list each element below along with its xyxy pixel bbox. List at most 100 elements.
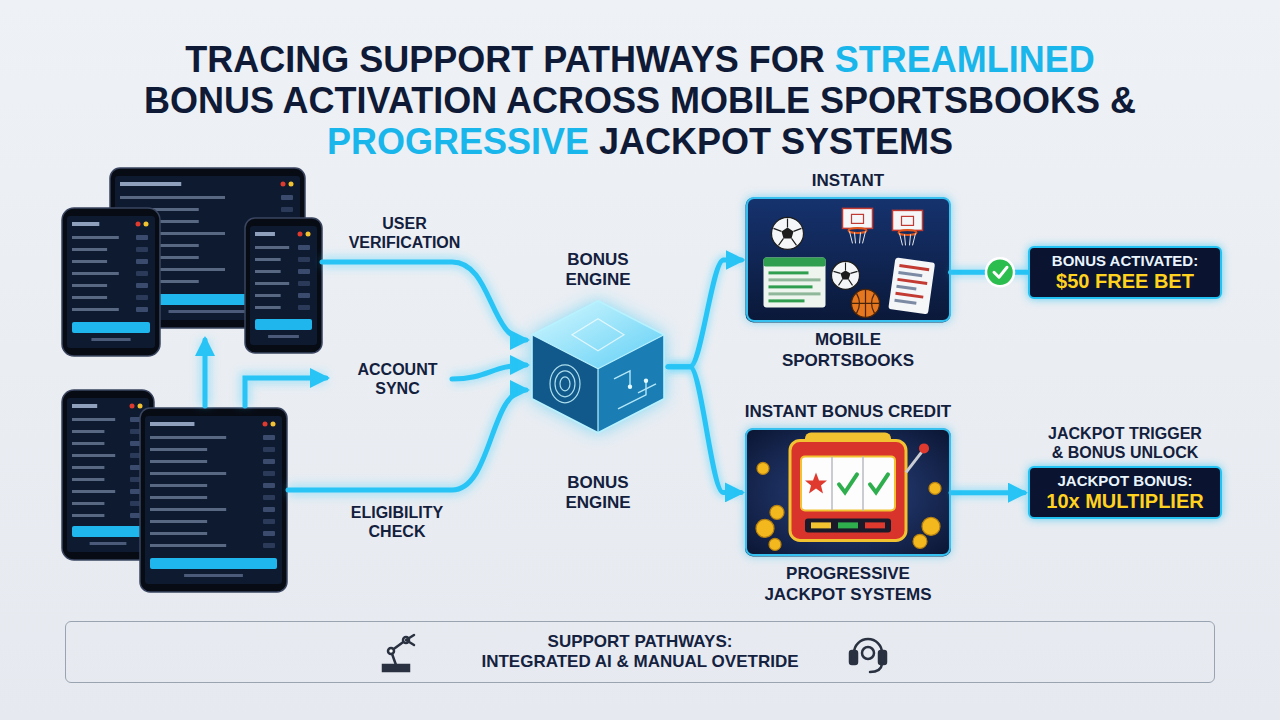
slot-machine-illustration-part — [756, 462, 941, 550]
slot-machine-illustration-part — [805, 472, 827, 493]
phone-mockup-part — [298, 257, 310, 262]
phone-mockup-part — [144, 222, 149, 227]
tablet-mockup-part — [150, 558, 277, 569]
sportsbook-illustration-part — [843, 208, 873, 243]
sportsbook-illustration-part-part — [896, 285, 916, 291]
sportsbook-illustration-part — [746, 197, 951, 322]
bonus-engine-cube-part — [532, 335, 664, 433]
tablet-mockup — [140, 408, 287, 592]
phone-mockup-part — [136, 307, 148, 312]
phone-mockup-part — [255, 232, 275, 236]
headset-icon — [850, 639, 886, 672]
phone-mockup-part — [72, 236, 119, 239]
pathway-label: USER VERIFICATION — [342, 214, 467, 252]
tablet-mockup-part — [150, 448, 207, 451]
phone-mockup-part — [255, 246, 289, 249]
title-word: PATHWAYS — [543, 39, 738, 80]
phone-mockup-part — [136, 235, 148, 240]
title-word: BONUS — [144, 80, 274, 121]
flow-connector — [951, 490, 1024, 495]
bonus-engine-cube-part-part — [618, 381, 646, 409]
support-band: SUPPORT PATHWAYS:INTEGRATED AI & MANUAL … — [65, 621, 1215, 683]
result-node: JACKPOT TRIGGER & BONUS UNLOCKJACKPOT BO… — [1028, 424, 1222, 519]
title-word: & — [1110, 80, 1136, 121]
sportsbook-illustration-part-part — [899, 230, 917, 235]
tablet-mockup-part — [150, 484, 207, 487]
bonus-engine-cube-part — [550, 365, 580, 403]
phone-mockup-part — [72, 296, 107, 299]
tablet-mockup-part — [150, 496, 207, 499]
phone-mockup-part — [72, 490, 115, 493]
pathway-arrow-glow-part — [322, 262, 526, 340]
tablet-mockup-part — [184, 574, 243, 577]
slot-machine-illustration-part — [906, 450, 923, 472]
jackpot-panel — [745, 428, 951, 556]
headset-icon-part — [879, 651, 886, 664]
pathway-arrow-glow-part — [452, 365, 526, 379]
phone-mockup-part — [298, 269, 310, 274]
title-word: SYSTEMS — [781, 121, 953, 162]
sportsbook-illustration-part-part — [897, 278, 927, 285]
node-text: INSTANT BONUS CREDIT — [723, 402, 973, 422]
phone-mockup-part — [268, 335, 299, 338]
phone-mockup-part — [136, 259, 148, 264]
slot-machine-illustration-part — [745, 428, 951, 556]
headset-icon-part — [862, 647, 874, 659]
tablet-mockup-part — [271, 422, 276, 427]
slot-machine-illustration-part — [805, 518, 891, 532]
phone-mockup-part — [90, 542, 127, 545]
phone-mockup-part — [130, 404, 135, 409]
sportsbook-illustration-part-part — [769, 285, 813, 288]
tablet-mockup-part — [263, 507, 275, 512]
jackpot-node: INSTANT BONUS CREDITPROGRESSIVE JACKPOT … — [718, 402, 978, 605]
flow-connector — [668, 367, 741, 493]
title-word: STREAMLINED — [835, 39, 1095, 80]
sportsbook-illustration-part — [772, 217, 804, 249]
tablet-mockup-part — [120, 196, 225, 199]
robot-arm-icon-part — [406, 635, 414, 645]
node-text: INTEGRATED AI & MANUAL OVETRIDE — [481, 652, 798, 672]
sportsbook-illustration-part-part — [895, 292, 923, 299]
connector-group — [668, 260, 742, 367]
tablet-mockup-part — [281, 182, 286, 187]
tablet-mockup-part — [150, 472, 226, 475]
bonus-engine-cube-part-part — [638, 384, 656, 393]
sportsbook-illustration-part-part — [902, 216, 914, 225]
slot-machine-illustration-part-part — [756, 519, 774, 537]
phone-mockup-part — [72, 430, 104, 433]
pathway-arrow-glow-part — [245, 378, 326, 406]
phone-mockup-part — [255, 270, 281, 273]
title-word: ACROSS — [506, 80, 660, 121]
tablet-mockup-part — [263, 471, 275, 476]
robot-arm-icon-part — [388, 648, 394, 654]
phone-mockup-part — [72, 284, 107, 287]
phone-mockup-part — [255, 294, 281, 297]
title-word: MOBILE — [670, 80, 810, 121]
pathway-arrow-line-part — [288, 390, 526, 490]
slot-machine-illustration-part-part — [757, 462, 769, 474]
sportsbook-illustration-part — [888, 257, 935, 314]
sportsbook-illustration-part-part — [899, 264, 929, 271]
pathway-arrow — [205, 262, 526, 490]
tablet-mockup-part — [263, 422, 268, 427]
phone-mockup-part — [67, 398, 149, 552]
connectors — [668, 260, 1028, 493]
node-text: INSTANT — [748, 171, 948, 191]
sportsbook-illustration-part-part — [843, 208, 873, 228]
phone-mockup-part — [72, 514, 104, 517]
phone-mockup-part — [72, 308, 119, 311]
diagram-title: TRACING SUPPORT PATHWAYS FOR STREAMLINED… — [140, 39, 1140, 162]
phone-mockup-part — [255, 306, 281, 309]
phone-mockup-part — [250, 226, 317, 345]
pathway-arrow-line-part — [203, 340, 208, 406]
phone-mockup-part — [72, 248, 107, 251]
tablet-mockup-part — [145, 416, 282, 584]
bonus-engine-cube-part-part — [614, 371, 630, 387]
node-text: 10x MULTIPLIER — [1046, 490, 1203, 512]
sportsbook-illustration-part-part — [849, 228, 867, 233]
phone-mockup-part — [136, 283, 148, 288]
headset-icon-part — [870, 664, 882, 672]
tablet-mockup-part — [150, 520, 207, 523]
tablet-mockup-part — [150, 436, 226, 439]
sportsbook-illustration-part-part — [764, 257, 826, 307]
